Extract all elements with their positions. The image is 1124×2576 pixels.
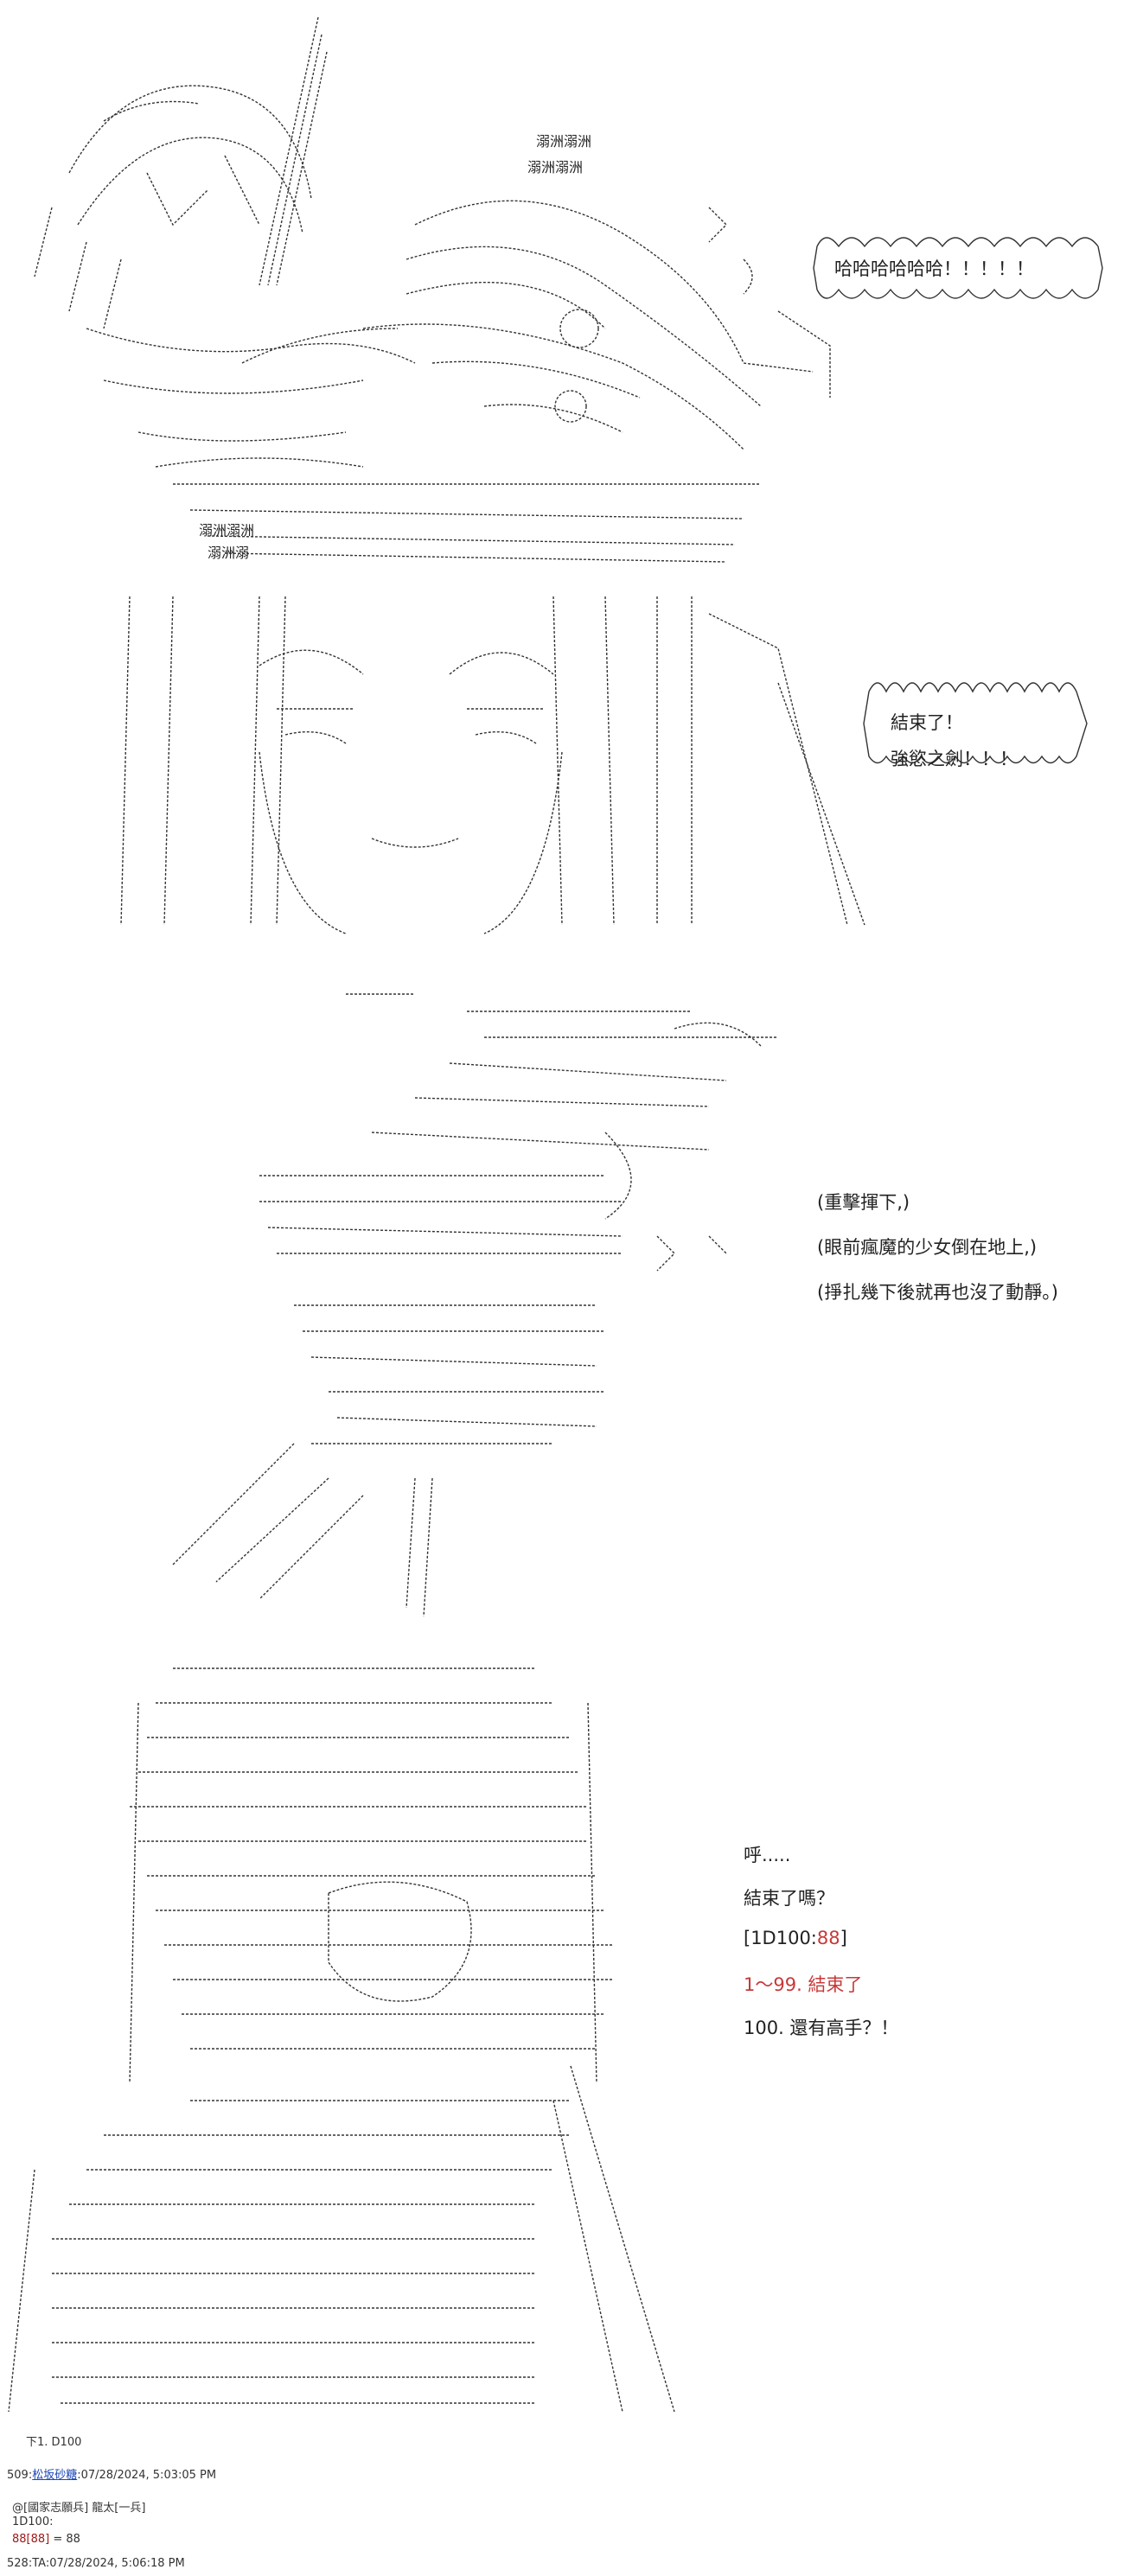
sfx-text-4: 溺洲溺	[208, 545, 250, 561]
dice-suffix: ]	[840, 1928, 847, 1948]
dialog-bubble-2-line-2: 強慾之劍！！！	[891, 749, 1018, 769]
sfx-text-2: 溺洲溺洲	[527, 159, 584, 175]
panel-4: 呼..... 結束了嗎？ [1D100:88] 1～99. 結束了 100. 還…	[0, 1651, 1124, 2429]
panel-1-ascii-art	[34, 16, 831, 563]
dialog-bubble-2-line-1: 結束了！	[891, 712, 963, 733]
reply-handle: @[國家志願兵] 龍太[一兵]	[12, 2502, 146, 2515]
narration-line-2: (眼前瘋魔的少女倒在地上,)	[817, 1237, 1038, 1258]
post-author: TA	[32, 2557, 46, 2570]
dialogue-line-2: 結束了嗎？	[744, 1888, 834, 1909]
dialogue-line-1: 呼.....	[744, 1845, 791, 1865]
panel-2: 結束了！ 強慾之劍！！！	[0, 579, 1124, 951]
sfx-text-1: 溺洲溺洲	[536, 133, 592, 150]
panel-3-ascii-art	[172, 993, 778, 1617]
narration-line-3: (掙扎幾下後就再也沒了動靜。)	[817, 1282, 1058, 1303]
panel-1: 溺洲溺洲 溺洲溺洲 溺洲溺洲 溺洲溺 哈哈哈哈哈哈！！！！！	[0, 0, 1124, 571]
panel-4-ascii-art	[8, 1667, 675, 2413]
post-timestamp: :07/28/2024, 5:06:18 PM	[45, 2557, 185, 2570]
panel-2-ascii-art	[120, 596, 865, 934]
reply-command: 1D100:	[12, 2515, 54, 2528]
roll-note: 下1. D100	[26, 2436, 82, 2449]
post-number: 528:	[7, 2557, 33, 2570]
dialogue-line-4: 100. 還有高手？！	[744, 2018, 899, 2038]
narration-line-1: (重擊揮下,)	[817, 1192, 910, 1213]
reply-result: 88[88] = 88	[12, 2533, 80, 2546]
post-number: 509:	[7, 2469, 33, 2482]
dice-outcome-line: 1～99. 結束了	[744, 1974, 863, 1995]
post-timestamp: :07/28/2024, 5:03:05 PM	[77, 2469, 217, 2482]
dice-roll-line: [1D100:88]	[744, 1928, 847, 1948]
reply-result-value: 88[88]	[12, 2533, 50, 2546]
shout-bubble-text: 哈哈哈哈哈哈！！！！！	[834, 258, 1034, 279]
panel-3: (重擊揮下,) (眼前瘋魔的少女倒在地上,) (掙扎幾下後就再也沒了動靜。)	[0, 960, 1124, 1642]
dice-value: 88	[816, 1928, 840, 1948]
post-author-link[interactable]: 松坂砂糖	[32, 2469, 78, 2482]
post-header-528: 528:TA:07/28/2024, 5:06:18 PM	[7, 2557, 185, 2570]
dice-prefix: [1D100:	[744, 1928, 817, 1948]
sfx-text-3: 溺洲溺洲	[199, 522, 255, 539]
shout-bubble	[813, 237, 1103, 299]
dialog-bubble-2	[863, 682, 1088, 764]
post-header-509: 509:松坂砂糖:07/28/2024, 5:03:05 PM	[7, 2465, 216, 2482]
reply-result-total: = 88	[49, 2533, 80, 2546]
